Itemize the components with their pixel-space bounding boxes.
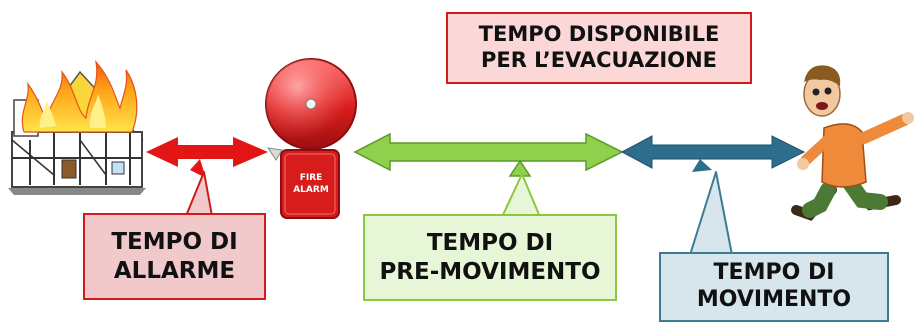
fire-alarm-label: FIRE ALARM <box>293 173 329 195</box>
alarm-time-arrow <box>146 137 268 178</box>
alarm-time-callout: TEMPO DI ALLARME <box>83 213 266 300</box>
callout-pointers <box>185 171 733 256</box>
pre-movement-time-callout: TEMPO DI PRE-MOVIMENTO <box>363 214 617 301</box>
movement-time-arrow <box>620 135 806 172</box>
pre-movement-time-arrow <box>353 132 624 177</box>
fire-alarm-bell-icon <box>265 58 357 219</box>
evacuation-time-banner: TEMPO DISPONIBILE PER L’EVACUAZIONE <box>446 12 752 84</box>
movement-time-callout: TEMPO DI MOVIMENTO <box>659 252 889 322</box>
running-person-icon <box>791 65 914 221</box>
burning-house-icon <box>8 60 146 195</box>
